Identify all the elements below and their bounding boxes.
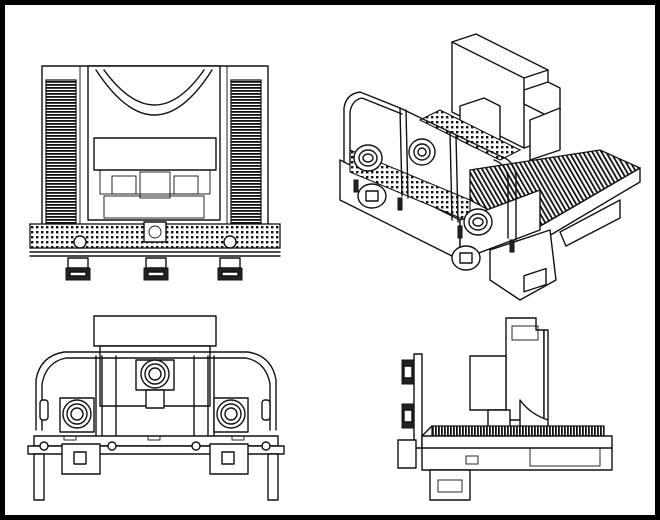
front-socket-left: [61, 443, 101, 475]
iso-socket-left: [357, 183, 387, 209]
front-knob-right: [213, 397, 249, 433]
iso-knob-2: [408, 138, 436, 166]
top-knob-center: [143, 257, 169, 281]
right-track: [230, 79, 262, 225]
iso-socket-right: [451, 245, 481, 271]
top-view: [29, 65, 281, 281]
side-track: [431, 425, 605, 437]
top-knob-right: [217, 257, 243, 281]
front-socket-right: [209, 443, 249, 475]
iso-knob-3: [463, 208, 493, 236]
front-view: [27, 315, 285, 501]
left-track: [45, 79, 77, 225]
top-block: [93, 137, 217, 171]
side-view: [397, 317, 613, 501]
front-knob-left: [59, 397, 95, 433]
isometric-view: [339, 33, 642, 301]
iso-knob-1: [353, 144, 383, 172]
top-knob-left: [65, 257, 91, 281]
front-knob-center: [135, 359, 175, 409]
